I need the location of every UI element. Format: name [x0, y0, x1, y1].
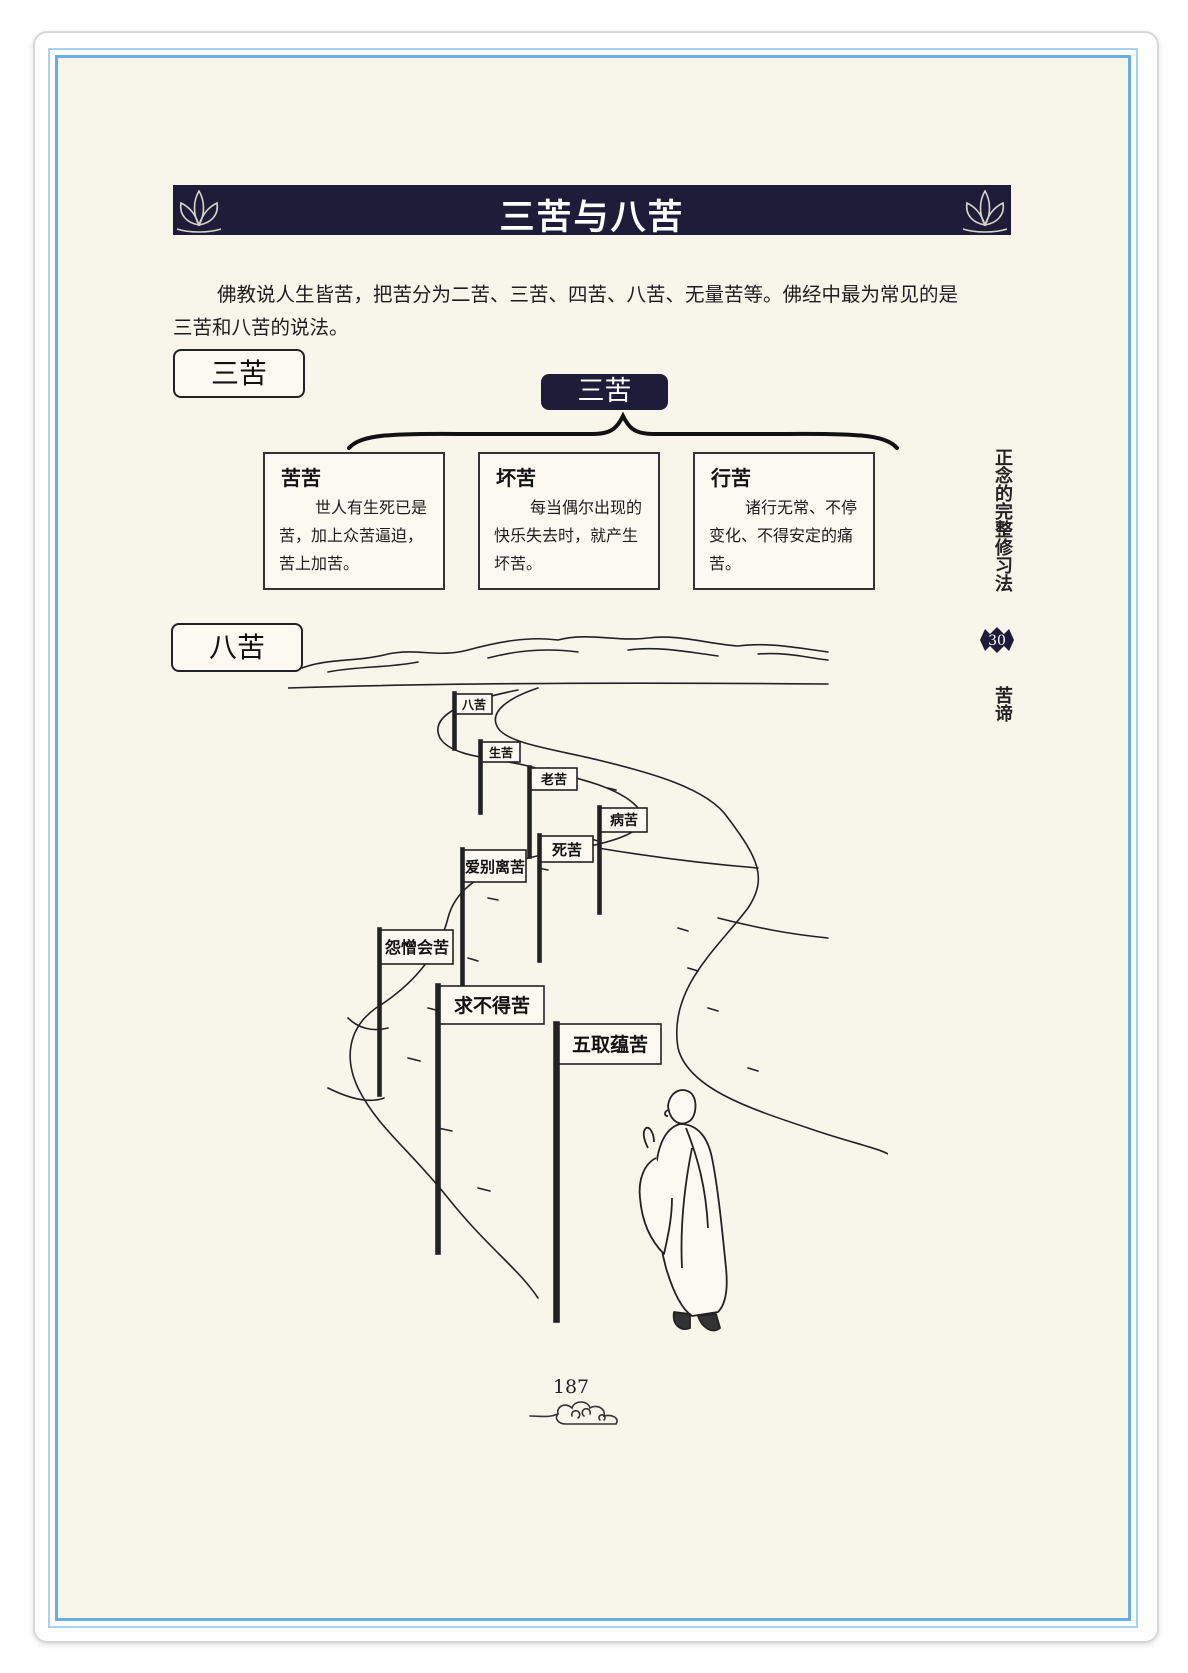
sign-label: 求不得苦 [454, 994, 530, 1017]
curly-brace [347, 412, 899, 450]
box-title: 行苦 [711, 466, 751, 490]
three-suffering-heading: 三苦 [541, 374, 668, 410]
box-text: 每当偶尔出现的快乐失去时，就产生坏苦。 [494, 498, 643, 573]
sign-label: 八苦 [461, 697, 486, 712]
chapter-badge-icon: 30 [980, 627, 1014, 653]
box-kuku: 苦苦 世人有生死已是苦，加上众苦逼迫，苦上加苦。 [263, 452, 445, 590]
sign-label: 爱别离苦 [465, 858, 525, 876]
road-illustration: 八苦 生苦 老苦 病苦 死苦 爱别离苦 怨憎会苦 求不得苦 五取蕴苦 [288, 635, 888, 1332]
box-title: 苦苦 [281, 466, 321, 490]
cloud-ornament-icon [529, 1401, 618, 1425]
book-title-vertical: 正念的完整修习法 [992, 448, 1013, 592]
box-huaiku: 坏苦 每当偶尔出现的快乐失去时，就产生坏苦。 [478, 452, 660, 590]
monk-figure [638, 1089, 728, 1332]
chapter-number: 30 [988, 633, 1006, 649]
box-title: 坏苦 [496, 466, 536, 490]
page-title: 三苦与八苦 [499, 198, 685, 238]
box-text: 世人有生死已是苦，加上众苦逼迫，苦上加苦。 [279, 498, 428, 573]
section-label-three: 三苦 [173, 349, 305, 398]
lotus-ornament-icon [176, 189, 222, 233]
page: 三苦与八苦 佛教说人生皆苦，把苦分为二苦、三苦、四苦、八苦、无量苦等。佛经中最为… [48, 48, 1138, 1628]
sign-label: 死苦 [552, 841, 582, 859]
lotus-ornament-icon [962, 189, 1008, 233]
box-text: 诸行无常、不停变化、不得安定的痛苦。 [709, 498, 858, 573]
intro-paragraph: 佛教说人生皆苦，把苦分为二苦、三苦、四苦、八苦、无量苦等。佛经中最为常见的是三苦… [173, 282, 959, 339]
sign-label: 怨憎会苦 [384, 938, 449, 957]
section-label-eight: 八苦 [171, 623, 303, 672]
title-bar: 三苦与八苦 [173, 185, 1011, 238]
page-number: 187 [552, 1376, 590, 1398]
sign-label: 生苦 [489, 745, 513, 760]
sign-label: 病苦 [610, 812, 638, 829]
sign-label: 老苦 [540, 772, 567, 788]
sign-label: 五取蕴苦 [572, 1033, 648, 1056]
chapter-title-vertical: 苦谛 [992, 686, 1013, 722]
box-xingku: 行苦 诸行无常、不停变化、不得安定的痛苦。 [693, 452, 875, 590]
